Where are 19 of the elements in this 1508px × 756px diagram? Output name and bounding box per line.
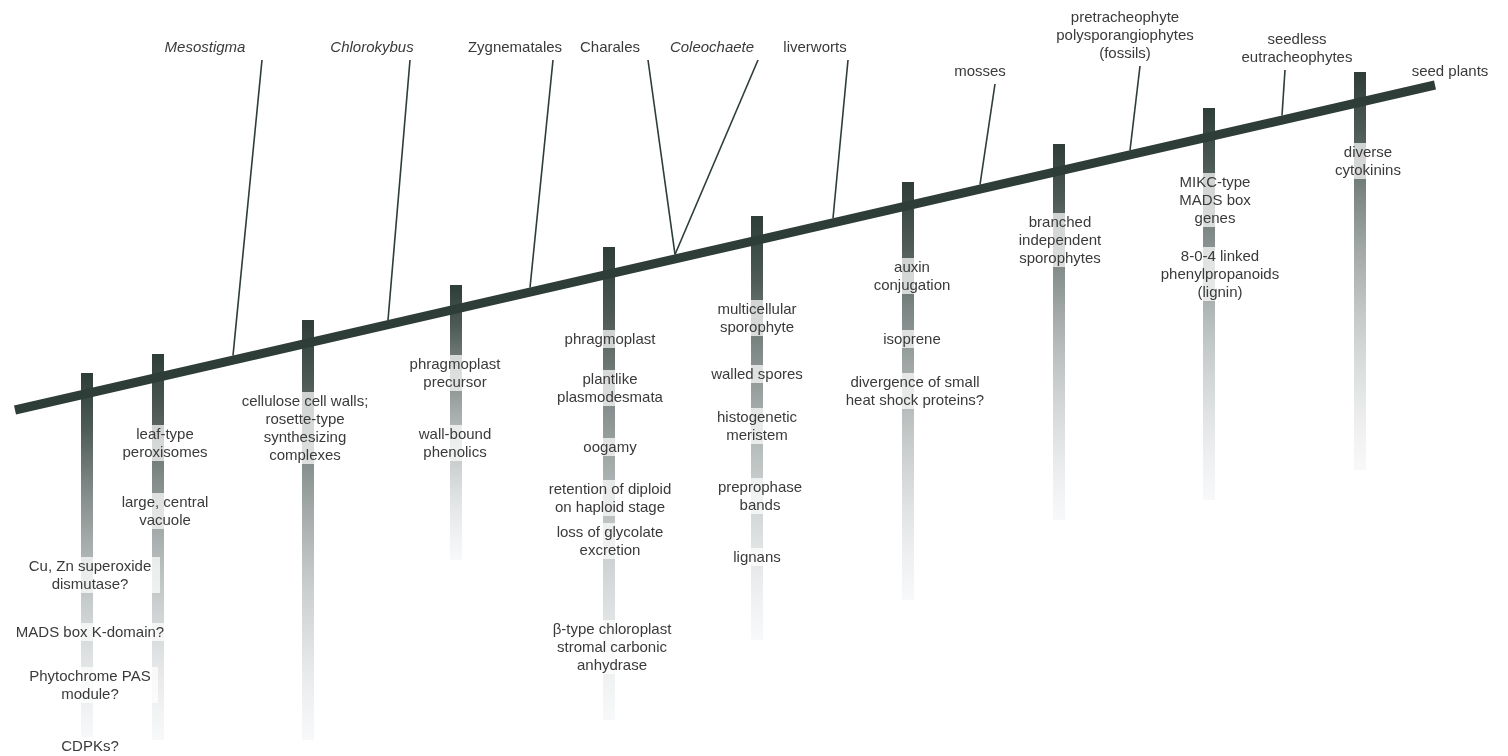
branch-line [232, 59, 263, 357]
branch-line [832, 59, 849, 220]
branch-line [674, 59, 759, 256]
branch-line [387, 59, 411, 321]
taxon-label: Chlorokybus [317, 38, 427, 56]
branch-line [1129, 65, 1141, 152]
taxon-label: Coleochaete [662, 38, 762, 56]
taxon-label: seedless eutracheophytes [1232, 30, 1362, 66]
taxon-label: Charales [570, 38, 650, 56]
taxon-label: liverworts [770, 38, 860, 56]
taxon-label: Zygnematales [460, 38, 570, 56]
taxon-label: Mesostigma [150, 38, 260, 56]
taxon-label: pretracheophyte polysporangiophytes (fossils) [1045, 8, 1205, 62]
branch-line [647, 59, 676, 256]
branch-line [1281, 69, 1286, 117]
taxon-label: mosses [945, 62, 1015, 80]
branch-line [979, 83, 996, 186]
branch-line [529, 59, 554, 289]
taxon-label: seed plants [1410, 62, 1490, 80]
